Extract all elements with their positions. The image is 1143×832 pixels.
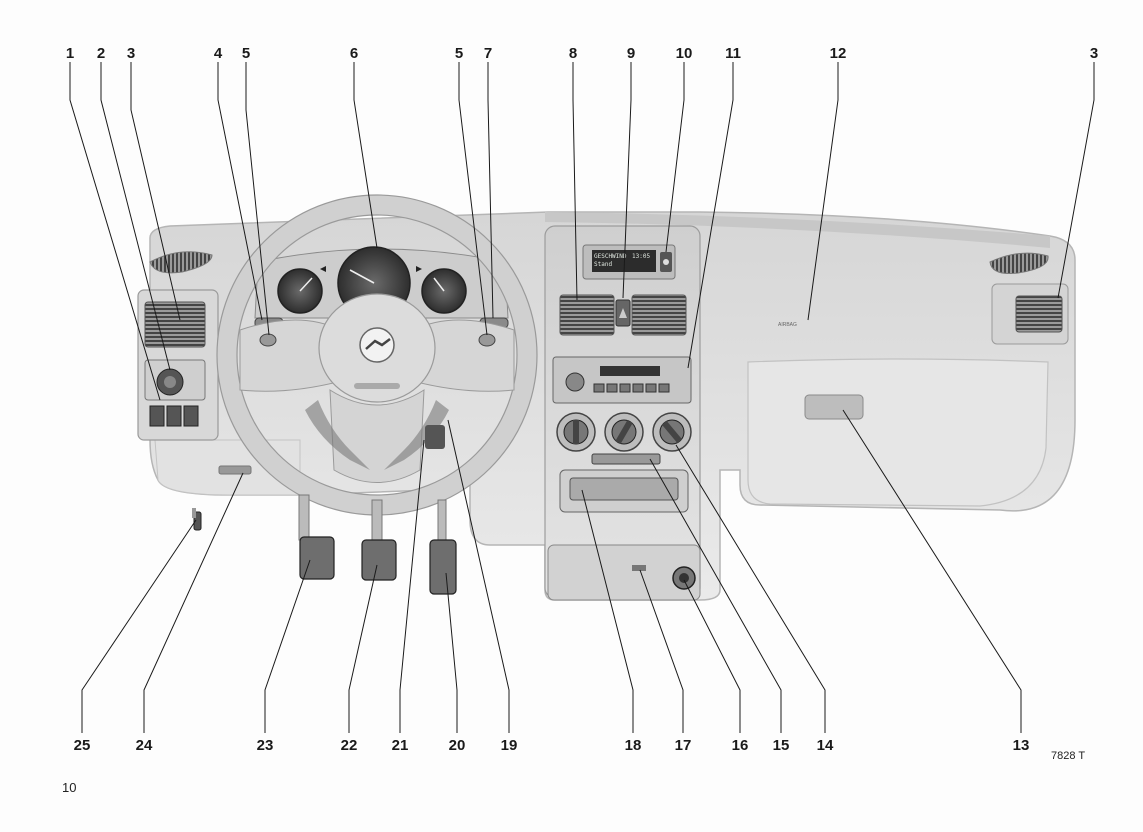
callout-13: 13 <box>1013 737 1030 754</box>
callout-21: 21 <box>392 737 409 754</box>
callout-17: 17 <box>675 737 692 754</box>
callout-12: 12 <box>830 45 847 62</box>
airbag-label: AIRBAG <box>778 322 797 328</box>
figure-code: 7828 T <box>1051 750 1085 762</box>
callout-18: 18 <box>625 737 642 754</box>
callout-19: 19 <box>501 737 518 754</box>
page-number: 10 <box>62 780 76 795</box>
callout-16: 16 <box>732 737 749 754</box>
bonnet-release-lever <box>192 508 201 530</box>
display-time: 13:05 <box>632 253 650 260</box>
callouts-bottom: 25 24 23 22 21 20 19 18 17 16 15 14 13 <box>74 737 1030 754</box>
display-line1: GESCHWIND <box>594 253 627 260</box>
callout-7: 7 <box>484 45 492 62</box>
callout-4: 4 <box>214 45 223 62</box>
center-console: GESCHWIND Stand 13:05 <box>545 226 700 600</box>
callout-5b: 5 <box>455 45 463 62</box>
callout-1: 1 <box>66 45 74 62</box>
callout-24: 24 <box>136 737 153 754</box>
callout-8: 8 <box>569 45 577 62</box>
callout-11: 11 <box>725 45 741 62</box>
callout-9: 9 <box>627 45 635 62</box>
callout-22: 22 <box>341 737 358 754</box>
callout-25: 25 <box>74 737 91 754</box>
callout-6: 6 <box>350 45 358 62</box>
callout-23: 23 <box>257 737 274 754</box>
display-line2: Stand <box>594 261 612 268</box>
callout-2: 2 <box>97 45 105 62</box>
callouts-top: 1 2 3 4 5 6 5 7 8 9 10 11 12 3 <box>66 45 1098 62</box>
callout-3: 3 <box>127 45 135 62</box>
callout-5: 5 <box>242 45 250 62</box>
callout-10: 10 <box>676 45 693 62</box>
callout-14: 14 <box>817 737 834 754</box>
callout-3b: 3 <box>1090 45 1098 62</box>
callout-20: 20 <box>449 737 466 754</box>
pedals <box>299 495 456 594</box>
callout-15: 15 <box>773 737 790 754</box>
